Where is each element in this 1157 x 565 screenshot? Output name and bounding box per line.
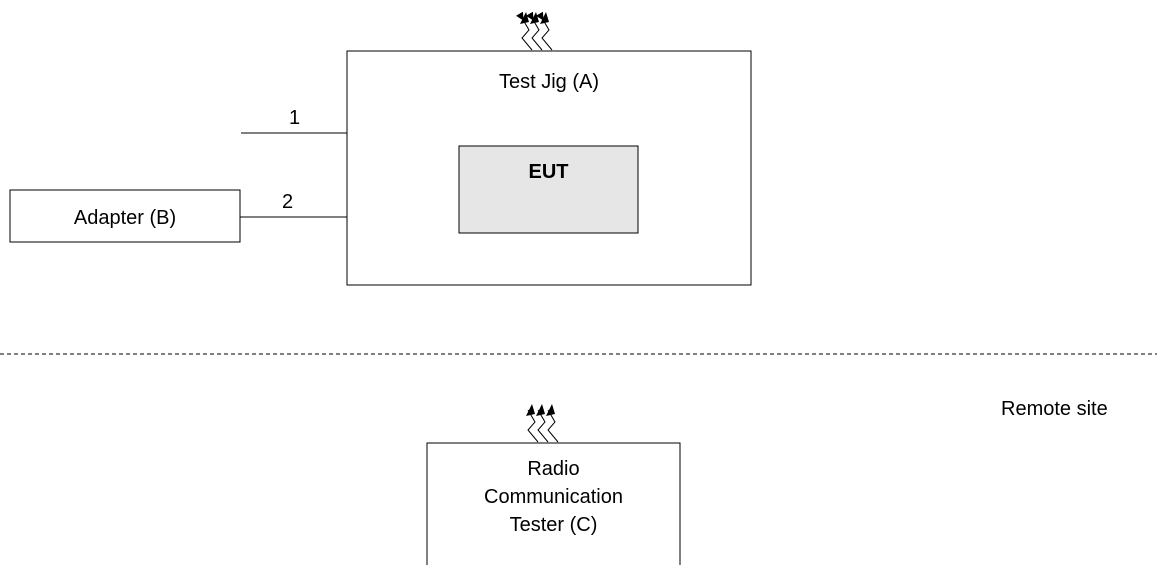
tester-box — [426, 442, 681, 565]
tester-label-line3: Tester (C) — [509, 514, 598, 536]
connection-label-2: 2 — [282, 191, 294, 213]
connection-label-1: 1 — [289, 107, 301, 129]
antenna-icon — [526, 404, 559, 443]
tester-label-line1: Radio — [527, 458, 580, 480]
tester-label-line2: Communication — [484, 486, 623, 508]
adapter-box — [9, 189, 241, 243]
test-jig-label: Test Jig (A) — [498, 71, 600, 93]
antenna-icon — [516, 11, 553, 51]
test-jig-box — [346, 50, 752, 286]
eut-label: EUT — [528, 161, 569, 183]
adapter-label: Adapter (B) — [73, 207, 177, 229]
eut-box — [458, 145, 639, 234]
remote-site-label: Remote site — [1001, 398, 1108, 420]
